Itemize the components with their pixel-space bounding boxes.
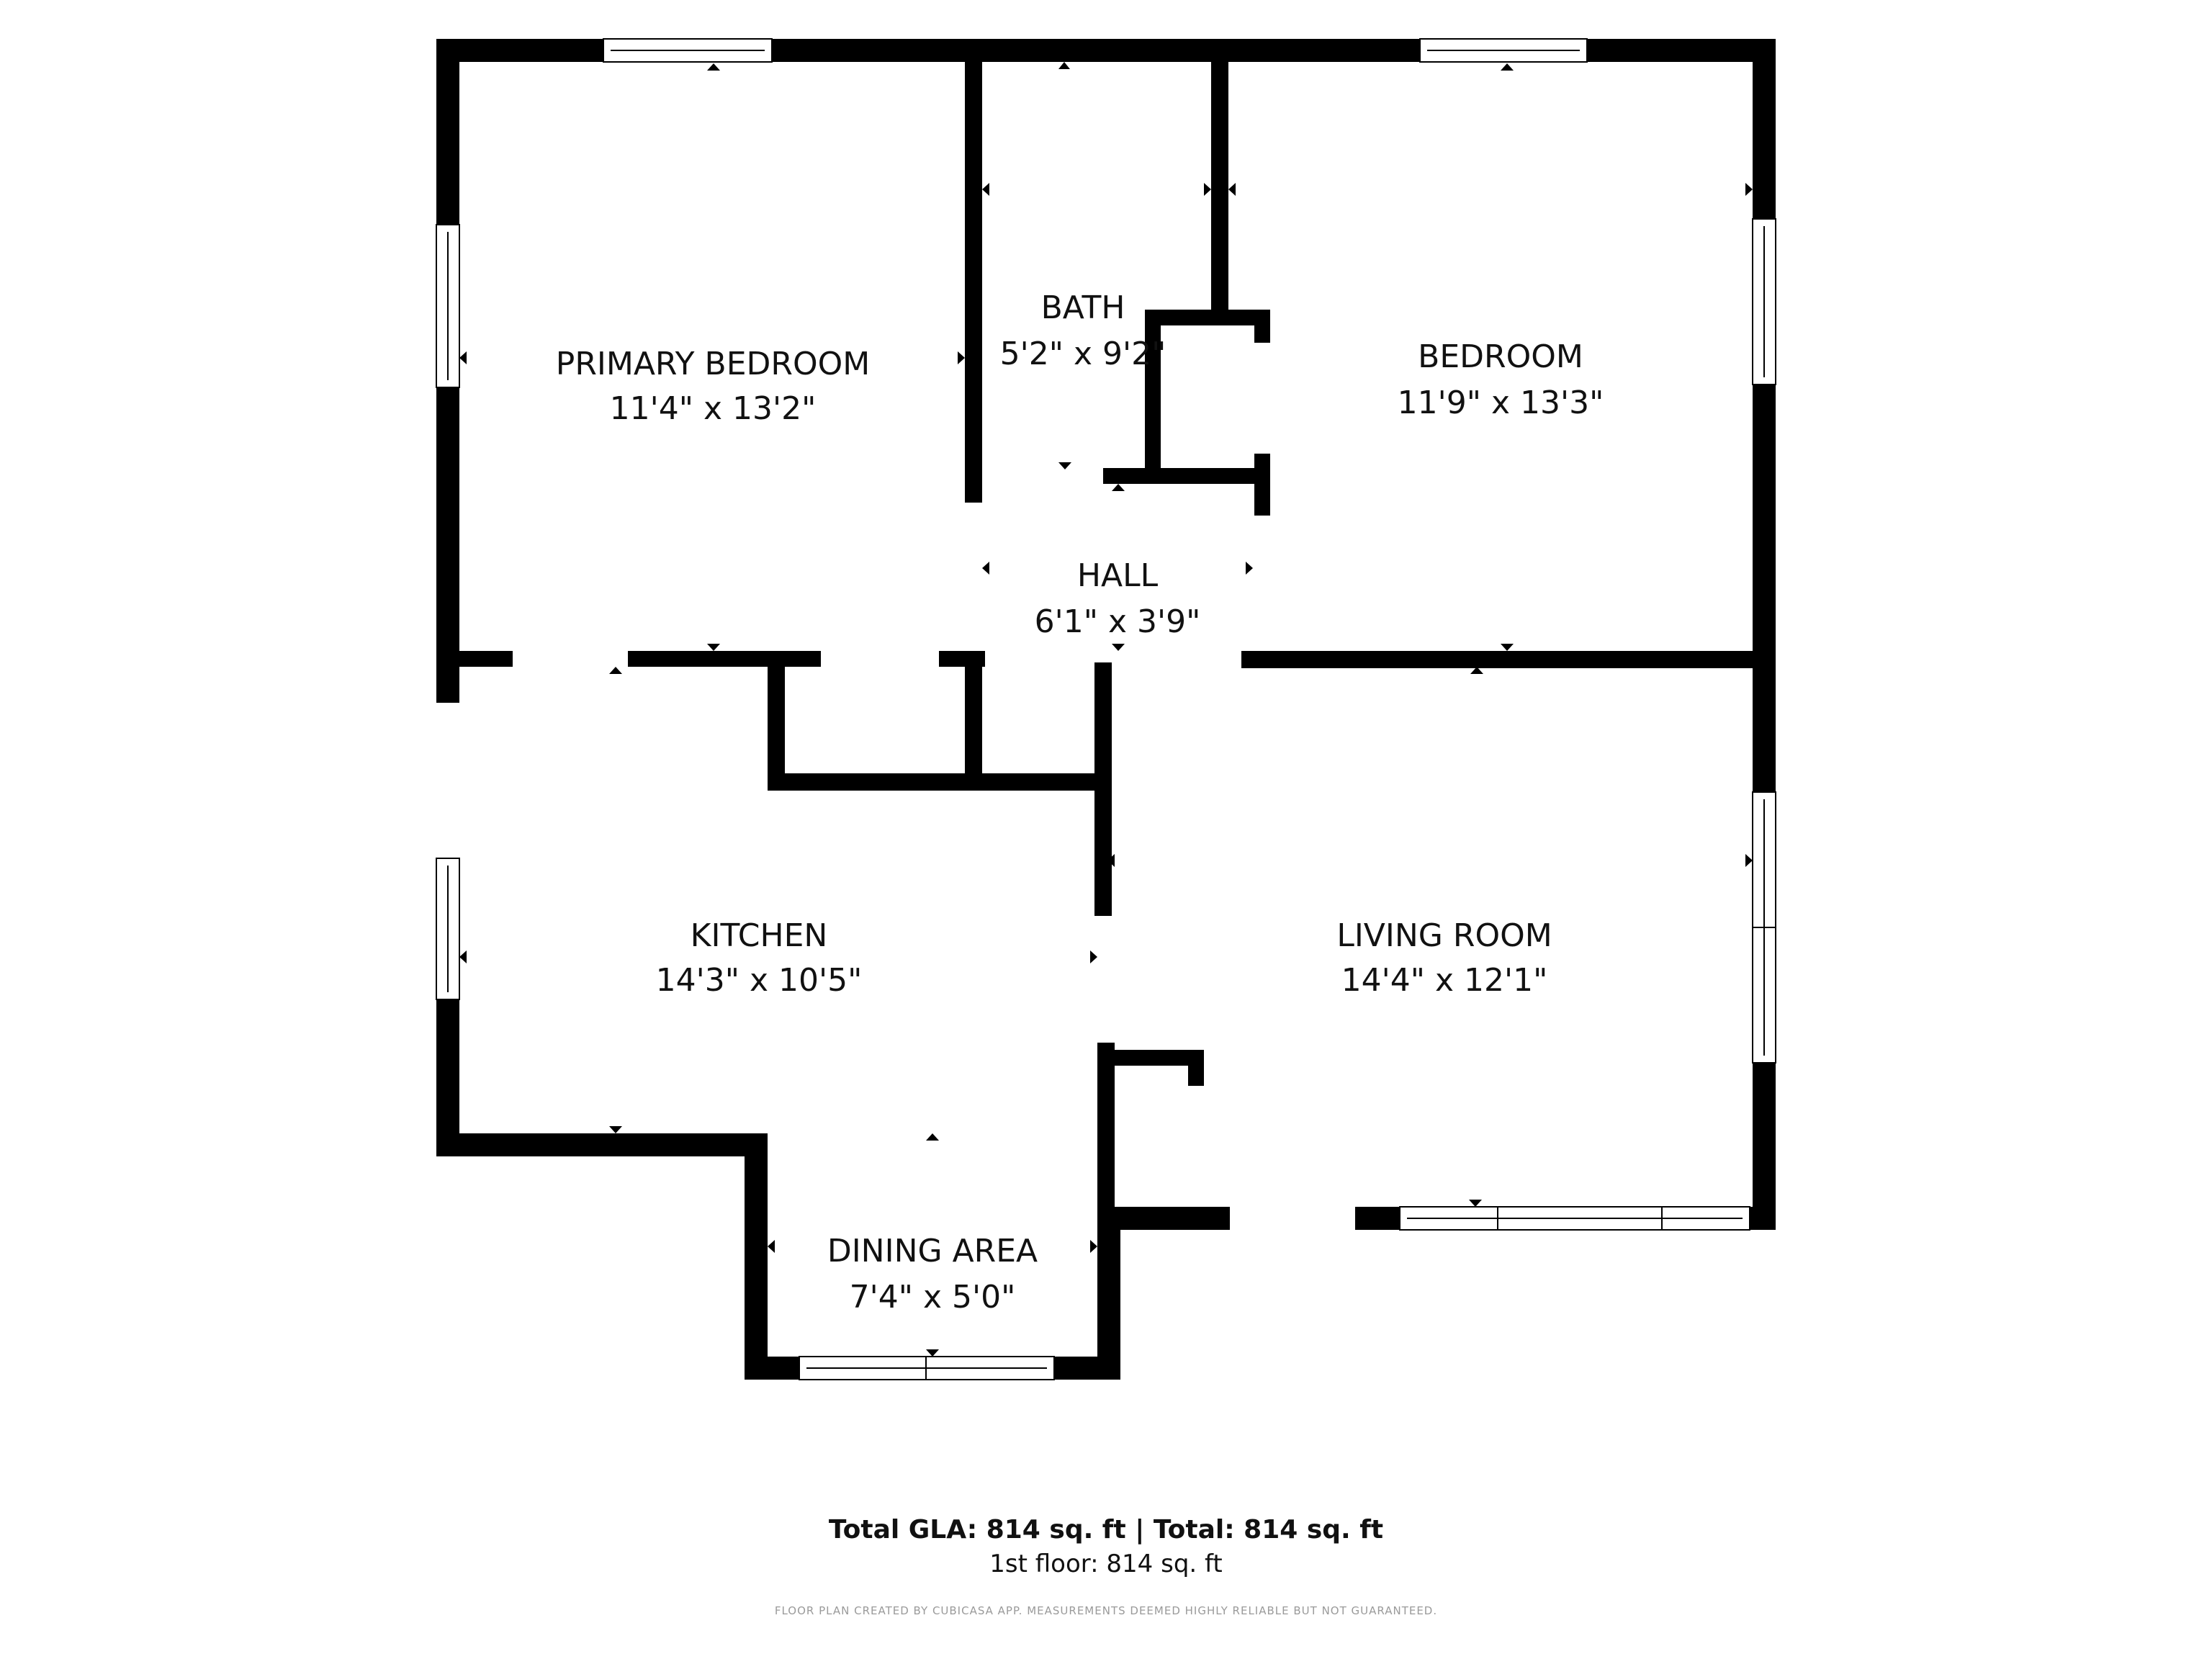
marker: [1501, 63, 1514, 71]
room-dimensions-primary-bedroom: 11'4" x 13'2": [610, 390, 817, 427]
marker: [459, 950, 467, 963]
wall: [1254, 454, 1270, 516]
marker: [1058, 462, 1071, 469]
room-dimensions-bedroom: 11'9" x 13'3": [1398, 385, 1604, 421]
windows: [436, 38, 1776, 1380]
marker: [707, 644, 720, 651]
doorway: [1187, 1086, 1205, 1207]
marker: [459, 351, 467, 364]
doorway: [1253, 516, 1272, 639]
marker: [1112, 484, 1125, 491]
wall: [1188, 1207, 1230, 1230]
marker: [609, 667, 622, 674]
marker: [768, 1240, 775, 1253]
room-name-living-room: LIVING ROOM: [1336, 917, 1552, 954]
wall: [768, 651, 785, 788]
room-dimensions-living-room: 14'4" x 12'1": [1341, 962, 1548, 999]
marker: [609, 1126, 622, 1133]
floor-area: 1st floor: 814 sq. ft: [989, 1550, 1223, 1578]
marker: [982, 562, 989, 575]
wall: [459, 651, 513, 667]
marker: [1112, 644, 1125, 651]
room-name-bath: BATH: [1041, 289, 1125, 326]
room-name-kitchen: KITCHEN: [691, 917, 828, 954]
room-name-dining-area: DINING AREA: [827, 1233, 1038, 1269]
marker: [982, 183, 989, 196]
doorway: [1230, 1205, 1355, 1231]
marker: [1228, 183, 1236, 196]
room-name-bedroom: BEDROOM: [1418, 338, 1583, 375]
wall: [965, 62, 982, 503]
marker: [1246, 562, 1253, 575]
doorway: [1093, 916, 1113, 1043]
wall: [1103, 468, 1270, 484]
marker: [1090, 1240, 1097, 1253]
marker: [1745, 183, 1753, 196]
room-dimensions-dining-area: 7'4" x 5'0": [850, 1279, 1016, 1316]
wall: [1241, 651, 1776, 668]
marker: [1501, 644, 1514, 651]
room-dimensions-hall: 6'1" x 3'9": [1035, 603, 1201, 640]
marker: [1204, 183, 1211, 196]
doorway: [963, 503, 984, 619]
marker: [1469, 1200, 1482, 1207]
disclaimer: FLOOR PLAN CREATED BY CUBICASA APP. MEAS…: [774, 1604, 1438, 1617]
wall: [1097, 1207, 1120, 1380]
total-area-summary: Total GLA: 814 sq. ft | Total: 814 sq. f…: [828, 1515, 1384, 1545]
marker: [1090, 950, 1097, 963]
dimension-markers: [459, 62, 1753, 1357]
marker: [926, 1349, 939, 1357]
room-dimensions-bath: 5'2" x 9'2": [1000, 336, 1166, 372]
wall: [1211, 62, 1228, 315]
marker: [707, 63, 720, 71]
wall: [965, 651, 982, 783]
doorway: [1253, 343, 1272, 454]
room-dimensions-kitchen: 14'3" x 10'5": [656, 962, 863, 999]
wall: [768, 773, 1106, 791]
walls: [436, 39, 1776, 1380]
openings: [435, 343, 1355, 1231]
room-labels: PRIMARY BEDROOM 11'4" x 13'2" BATH 5'2" …: [556, 289, 1604, 1316]
wall: [745, 1133, 768, 1380]
marker: [1470, 667, 1483, 674]
wall: [1097, 1043, 1115, 1215]
room-name-primary-bedroom: PRIMARY BEDROOM: [556, 346, 870, 382]
marker: [926, 1133, 939, 1141]
wall: [436, 1133, 768, 1156]
wall: [1145, 310, 1161, 477]
wall: [1094, 662, 1112, 916]
wall: [1145, 310, 1270, 325]
marker: [1745, 854, 1753, 867]
room-name-hall: HALL: [1077, 557, 1159, 594]
doorway: [982, 478, 1102, 487]
wall: [628, 651, 821, 667]
marker: [1058, 62, 1070, 69]
marker: [958, 351, 965, 364]
doorway: [435, 703, 461, 858]
marker: [1107, 854, 1115, 867]
wall: [1097, 1050, 1204, 1066]
